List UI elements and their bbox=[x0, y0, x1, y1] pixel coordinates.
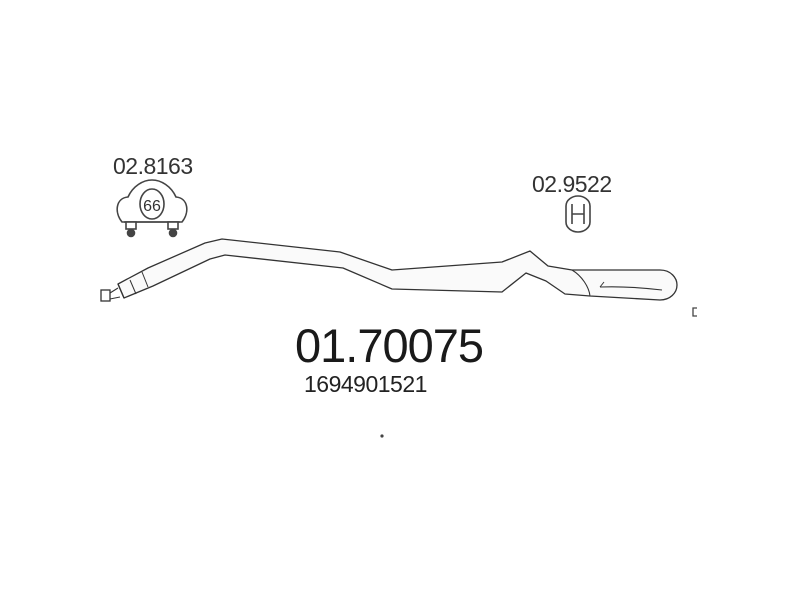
hanger-part-code: 02.9522 bbox=[532, 171, 612, 197]
main-part-number: 01.70075 bbox=[295, 319, 484, 372]
exhaust-clamp-icon: 66 bbox=[116, 179, 188, 238]
stray-dot bbox=[380, 434, 384, 438]
exhaust-pipe-icon bbox=[100, 238, 678, 302]
rubber-hanger-icon bbox=[565, 195, 591, 233]
clamp-size-label: 66 bbox=[143, 198, 161, 215]
edge-bracket-mark bbox=[692, 307, 697, 317]
oe-reference-number: 1694901521 bbox=[304, 371, 427, 397]
clamp-part-code: 02.8163 bbox=[113, 153, 193, 179]
